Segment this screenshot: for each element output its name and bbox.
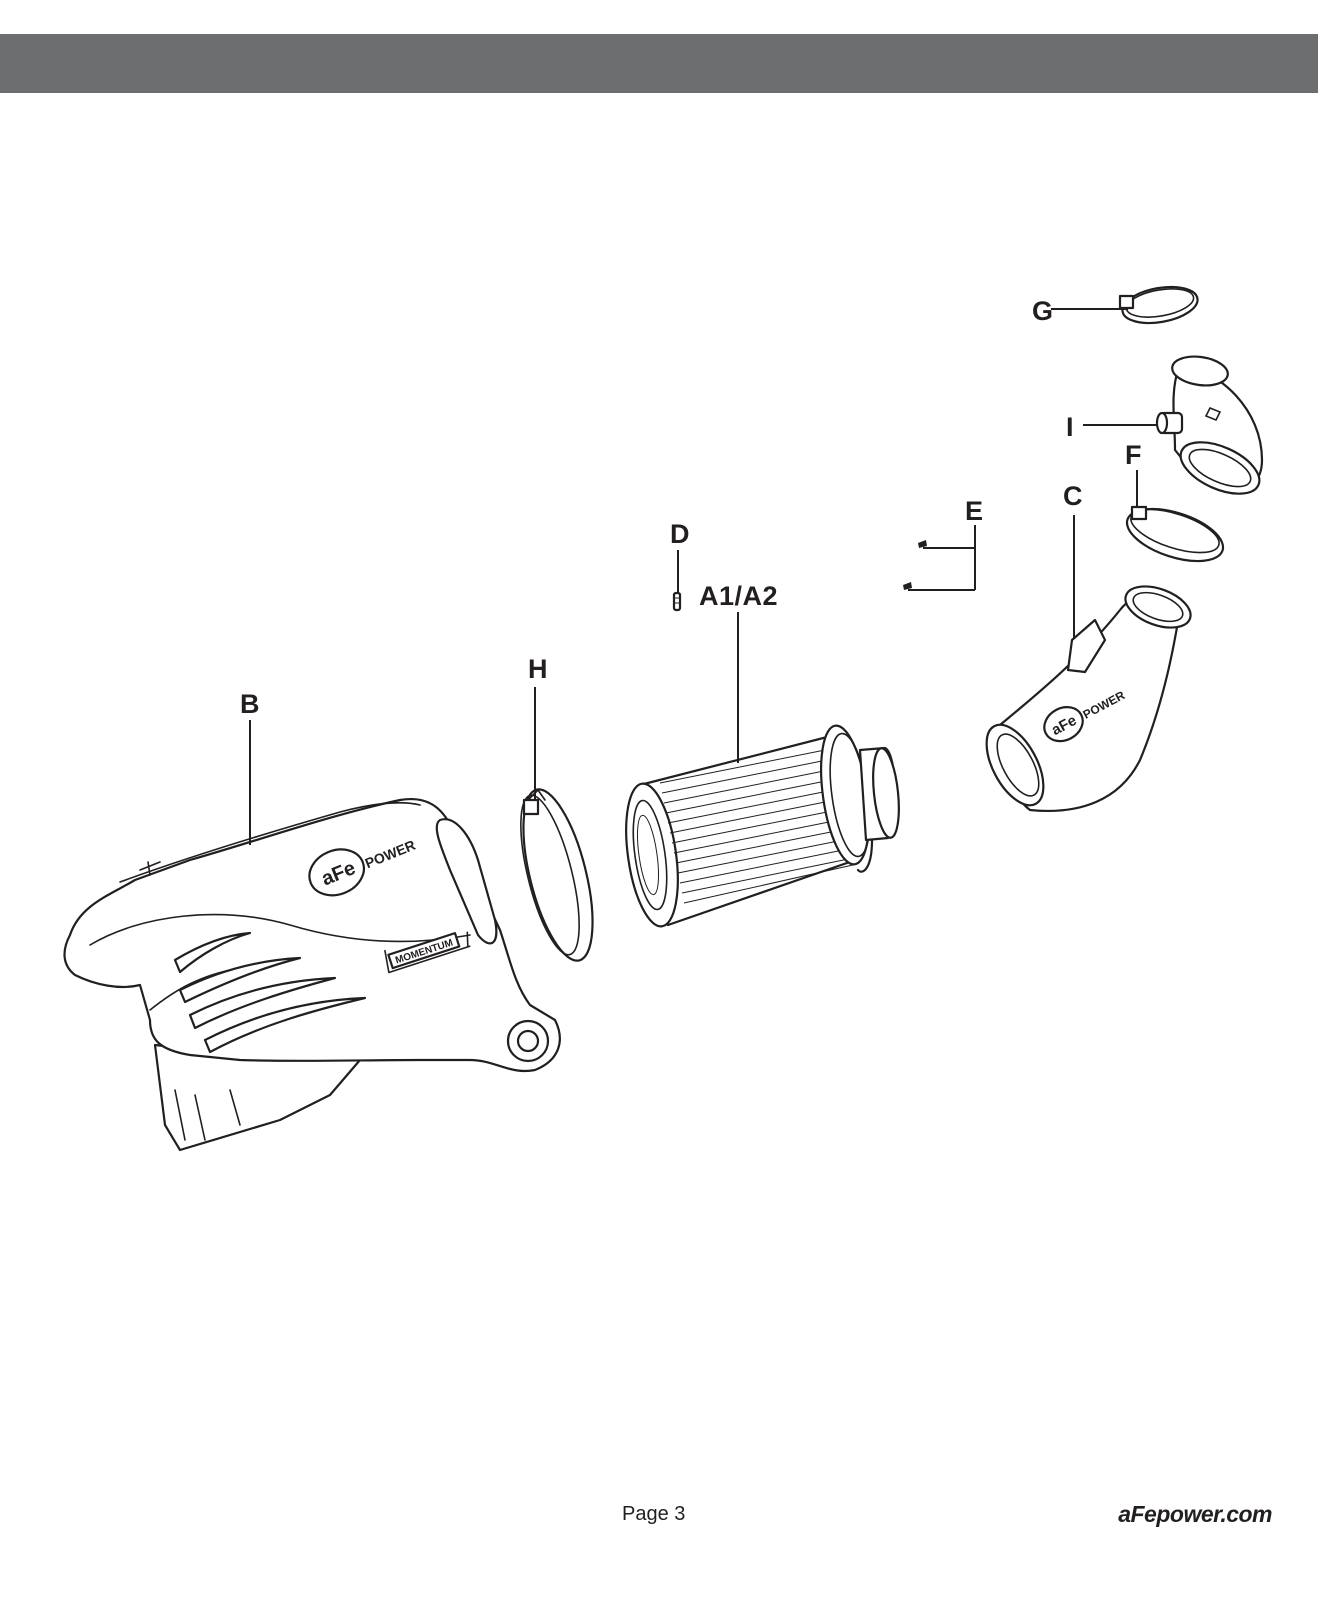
callout-h: H [528,654,548,684]
callout-e: E [965,496,984,526]
callout-d: D [670,519,690,549]
part-d-bolt [672,591,682,612]
callout-a1-a2: A1/A2 [699,581,778,611]
part-g-clamp [1118,285,1199,325]
leader-e [908,525,976,591]
header-band [0,34,1318,93]
part-h-clamp [520,788,594,962]
callout-i: I [1066,412,1074,442]
part-a-filter [625,724,900,928]
part-e-screws [903,540,927,590]
part-i-coupler [1155,355,1264,495]
page-number: Page 3 [622,1503,686,1525]
callout-c: C [1063,481,1083,511]
callout-g: G [1032,296,1054,326]
part-b-airbox: aFe POWER MOMENTUM [63,797,561,1152]
callout-b: B [240,689,260,719]
callout-f: F [1125,440,1142,470]
part-f-clamp [1125,505,1225,563]
leader-lines [249,308,1158,845]
website-url: aFepower.com [1118,1501,1272,1527]
part-c-intake-tube: aFe POWER [985,585,1192,812]
